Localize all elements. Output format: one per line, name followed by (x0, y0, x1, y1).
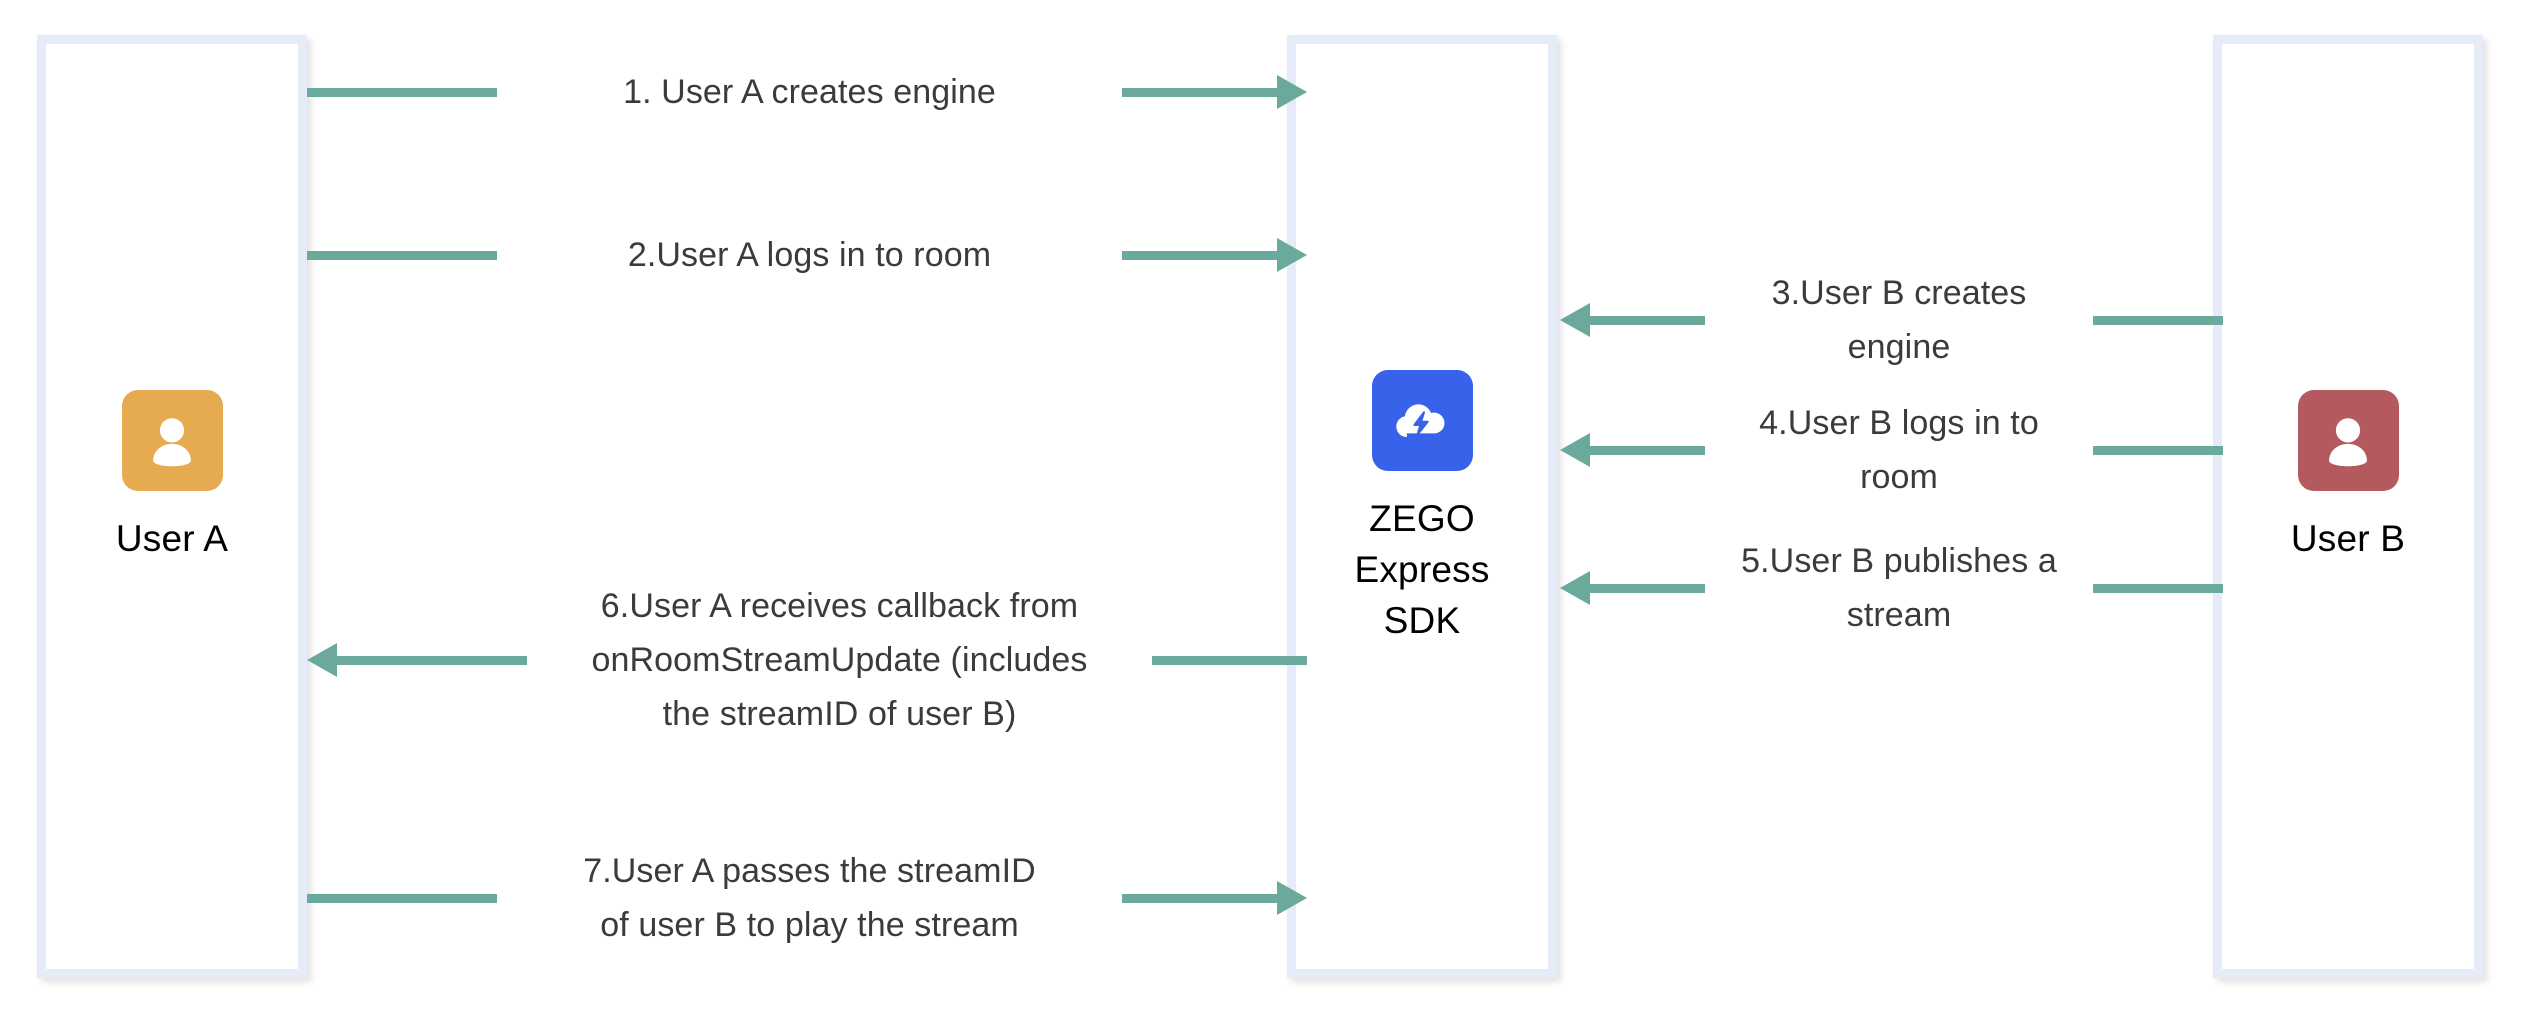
flow-line-segment (1590, 315, 1705, 325)
flow-step-2: 2.User A logs in to room (307, 228, 1307, 282)
flow-step-1: 1. User A creates engine (307, 65, 1307, 119)
lane-user-b (2213, 35, 2483, 978)
flow-step-5-label: 5.User B publishes a stream (1741, 542, 2057, 634)
flow-line-segment (1122, 250, 1277, 260)
flow-step-4: 4.User B logs in to room (1560, 396, 2223, 504)
arrowhead-right-icon (1277, 881, 1307, 915)
flow-step-4-label: 4.User B logs in to room (1759, 404, 2039, 496)
flow-line-segment (1590, 583, 1705, 593)
node-user-a: User A (46, 390, 298, 564)
flow-line-segment (2093, 583, 2223, 593)
flow-step-6: 6.User A receives callback from onRoomSt… (307, 579, 1307, 741)
flow-line-segment (1152, 655, 1307, 665)
flow-line-segment (337, 655, 527, 665)
lane-user-a (37, 35, 307, 978)
flow-step-3-label: 3.User B creates engine (1771, 274, 2027, 366)
arrowhead-right-icon (1277, 238, 1307, 272)
flow-step-2-label: 2.User A logs in to room (627, 236, 992, 274)
flow-line-segment (2093, 445, 2223, 455)
flow-line-segment (307, 250, 497, 260)
lane-zego-express-sdk (1287, 35, 1557, 978)
arrowhead-left-icon (1560, 303, 1590, 337)
cloud-lightning-icon (1371, 370, 1473, 471)
flow-step-7: 7.User A passes the streamID of user B t… (307, 844, 1307, 952)
node-zego-express-sdk-label: ZEGO Express SDK (1354, 498, 1490, 641)
flow-step-6-label: 6.User A receives callback from onRoomSt… (591, 587, 1088, 733)
node-user-b-label: User B (2290, 518, 2406, 559)
flow-line-segment (1122, 893, 1277, 903)
arrowhead-left-icon (1560, 571, 1590, 605)
node-user-a-label: User A (115, 518, 229, 559)
arrowhead-left-icon (307, 643, 337, 677)
node-zego-express-sdk: ZEGO Express SDK (1296, 370, 1548, 646)
flow-step-3: 3.User B creates engine (1560, 266, 2223, 374)
flow-line-segment (1122, 87, 1277, 97)
flow-line-segment (2093, 315, 2223, 325)
flow-line-segment (1590, 445, 1705, 455)
flow-step-1-label: 1. User A creates engine (623, 73, 996, 111)
user-avatar-icon (121, 390, 223, 491)
flow-line-segment (307, 87, 497, 97)
arrowhead-left-icon (1560, 433, 1590, 467)
arrowhead-right-icon (1277, 75, 1307, 109)
flow-step-7-label: 7.User A passes the streamID of user B t… (583, 852, 1036, 944)
flow-step-5: 5.User B publishes a stream (1560, 534, 2223, 642)
node-user-b: User B (2222, 390, 2474, 564)
user-avatar-icon (2297, 390, 2399, 491)
flow-line-segment (307, 893, 497, 903)
